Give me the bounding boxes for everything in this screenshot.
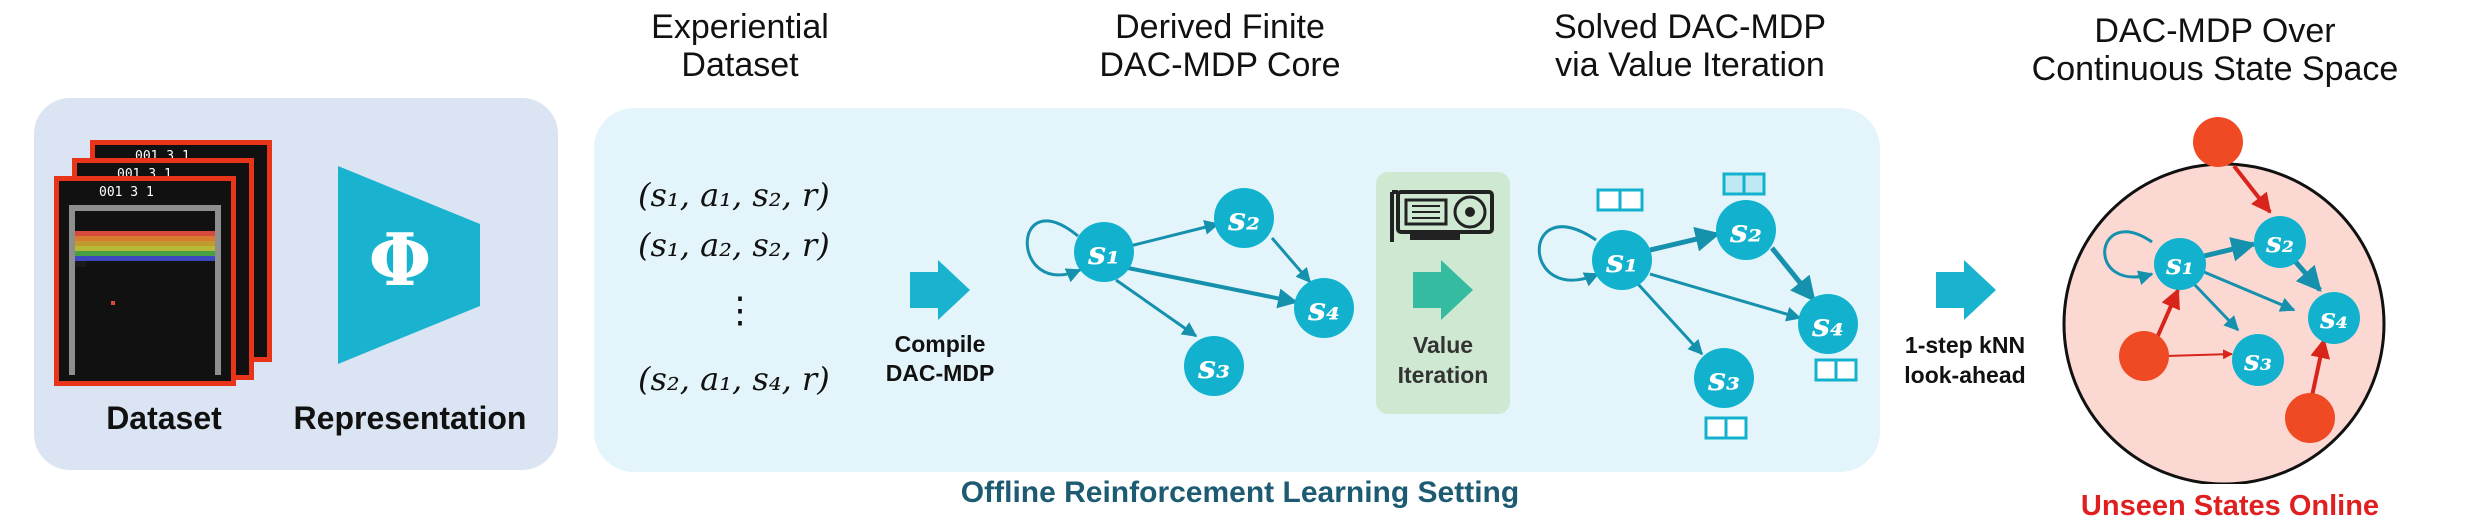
svg-text:s₄: s₄	[1811, 306, 1844, 344]
continuous-space-graph: s₁ s₂ s₄ s₃	[2062, 117, 2386, 484]
svg-text:s₃: s₃	[1707, 360, 1740, 398]
node-s2-cont	[2254, 216, 2306, 268]
solved-graph: s₁ s₂ s₄ s₃	[1537, 172, 1858, 440]
edge-s1-s4	[1127, 266, 1298, 309]
compile-label: Compile DAC-MDP	[885, 331, 995, 386]
node-s2	[1214, 188, 1274, 248]
node-s3-cont	[2232, 334, 2284, 386]
unseen-state-3	[2285, 393, 2335, 443]
node-s2-solved	[1716, 200, 1776, 260]
edge-s1-s2	[1129, 219, 1220, 248]
node-s2-label: s₂	[1227, 200, 1260, 238]
tuple-1: (s₁, a₁, s₂, r)	[638, 176, 830, 214]
node-s4-label: s₄	[1307, 290, 1340, 328]
node-s4-cont	[2308, 292, 2360, 344]
unseen-states-label: Unseen States Online	[2080, 490, 2380, 522]
compile-arrow-icon	[910, 260, 970, 320]
header-continuous: DAC-MDP Over Continuous State Space	[2031, 12, 2399, 88]
node-s1	[1074, 222, 1134, 282]
edge-s2-s4-solved	[1770, 246, 1816, 302]
header-solved: Solved DAC-MDP via Value Iteration	[1553, 8, 1827, 84]
header-derived-core: Derived Finite DAC-MDP Core	[1099, 8, 1341, 84]
gpu-icon	[1390, 190, 1494, 242]
node-s3-label: s₃	[1197, 348, 1230, 386]
game-score: 001 3 1	[99, 185, 154, 200]
edge-s1-s4-solved	[1649, 272, 1802, 322]
tuple-2: (s₁, a₂, s₂, r)	[638, 226, 830, 264]
phi-encoder-icon	[338, 166, 480, 364]
svg-text:s₂: s₂	[2265, 226, 2294, 259]
phi-symbol: Φ	[368, 217, 432, 302]
edge-s2-s4	[1270, 237, 1312, 284]
edge-s1-s1-solved	[1537, 225, 1600, 287]
edge-s1-s3-solved	[1636, 282, 1704, 356]
game-frame-front: 001 3 1	[54, 176, 236, 386]
value-iteration-arrow-icon	[1413, 260, 1473, 320]
edge-s1-s3	[1115, 278, 1198, 338]
unseen-state-1	[2193, 117, 2243, 167]
svg-text:s₃: s₃	[2243, 344, 2272, 377]
svg-text:s₂: s₂	[1729, 212, 1762, 250]
knn-arrow-icon	[1936, 260, 1996, 320]
node-s1-solved	[1592, 230, 1652, 290]
edge-s1-s1-cont	[2103, 230, 2154, 285]
representation-label: Representation	[293, 400, 527, 436]
node-s1-label: s₁	[1087, 234, 1120, 272]
tuple-3: (s₂, a₁, s₄, r)	[638, 360, 830, 398]
edge-s1-s2-solved	[1649, 226, 1721, 253]
node-s3	[1184, 336, 1244, 396]
offline-rl-setting-label: Offline Reinforcement Learning Setting	[960, 476, 1520, 509]
unseen-state-2	[2119, 331, 2169, 381]
tuple-ellipsis: ⋮	[722, 290, 758, 331]
svg-text:s₁: s₁	[2165, 248, 2194, 281]
svg-text:s₄: s₄	[2319, 302, 2348, 335]
node-s4	[1294, 278, 1354, 338]
dataset-label: Dataset	[106, 400, 222, 436]
svg-text:s₁: s₁	[1605, 242, 1638, 280]
value-iteration-label: Value Iteration	[1397, 332, 1489, 388]
node-s3-solved	[1694, 348, 1754, 408]
node-s1-cont	[2154, 238, 2206, 290]
derived-core-graph: s₁ s₂ s₄ s₃	[1025, 188, 1354, 396]
knn-label: 1-step kNN look-ahead	[1904, 332, 2026, 388]
node-s4-solved	[1798, 294, 1858, 354]
header-experiential-dataset: Experiential Dataset	[651, 8, 829, 84]
edge-s1-s1	[1025, 219, 1082, 283]
